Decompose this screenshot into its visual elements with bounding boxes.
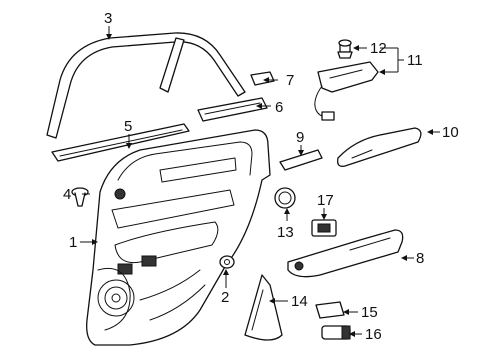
callout-15: 15: [361, 304, 378, 321]
callout-14: 14: [291, 293, 308, 310]
callout-10: 10: [442, 124, 459, 141]
plug: [321, 325, 351, 340]
callout-11: 11: [407, 52, 423, 69]
door-handle-bracket: [314, 61, 379, 121]
callout-3: 3: [104, 10, 112, 27]
callout-17: 17: [317, 192, 334, 209]
callout-13: 13: [277, 224, 294, 241]
upper-armrest-trim: [337, 127, 422, 167]
window-switch: [311, 219, 337, 237]
screw: [219, 255, 235, 269]
bulb-socket: [337, 39, 353, 59]
pad: [315, 301, 345, 319]
lower-armrest: [287, 229, 404, 278]
callout-9: 9: [296, 129, 304, 146]
corner-cover: [244, 274, 283, 341]
speaker-grille: [274, 187, 296, 209]
trim-clip: [250, 71, 275, 86]
push-clip: [71, 187, 89, 207]
leader-lines: [80, 26, 440, 337]
callout-1: 1: [69, 234, 77, 251]
switch-bezel-trim: [279, 149, 323, 171]
belt-molding: [51, 123, 190, 162]
callout-2: 2: [221, 289, 229, 306]
callout-7: 7: [286, 72, 294, 89]
callout-4: 4: [63, 186, 71, 203]
door-trim-panel: [86, 129, 271, 346]
callout-16: 16: [365, 326, 382, 343]
callout-6: 6: [275, 99, 283, 116]
callout-5: 5: [124, 118, 132, 135]
window-sweep-trim: [197, 97, 268, 122]
callout-labels: 1 2 3 4 5 6 7 8 9 10 11 12 13 14 15 16 1…: [63, 10, 459, 343]
callout-12: 12: [370, 40, 387, 57]
window-frame-molding: [46, 32, 246, 139]
callout-8: 8: [416, 250, 424, 267]
